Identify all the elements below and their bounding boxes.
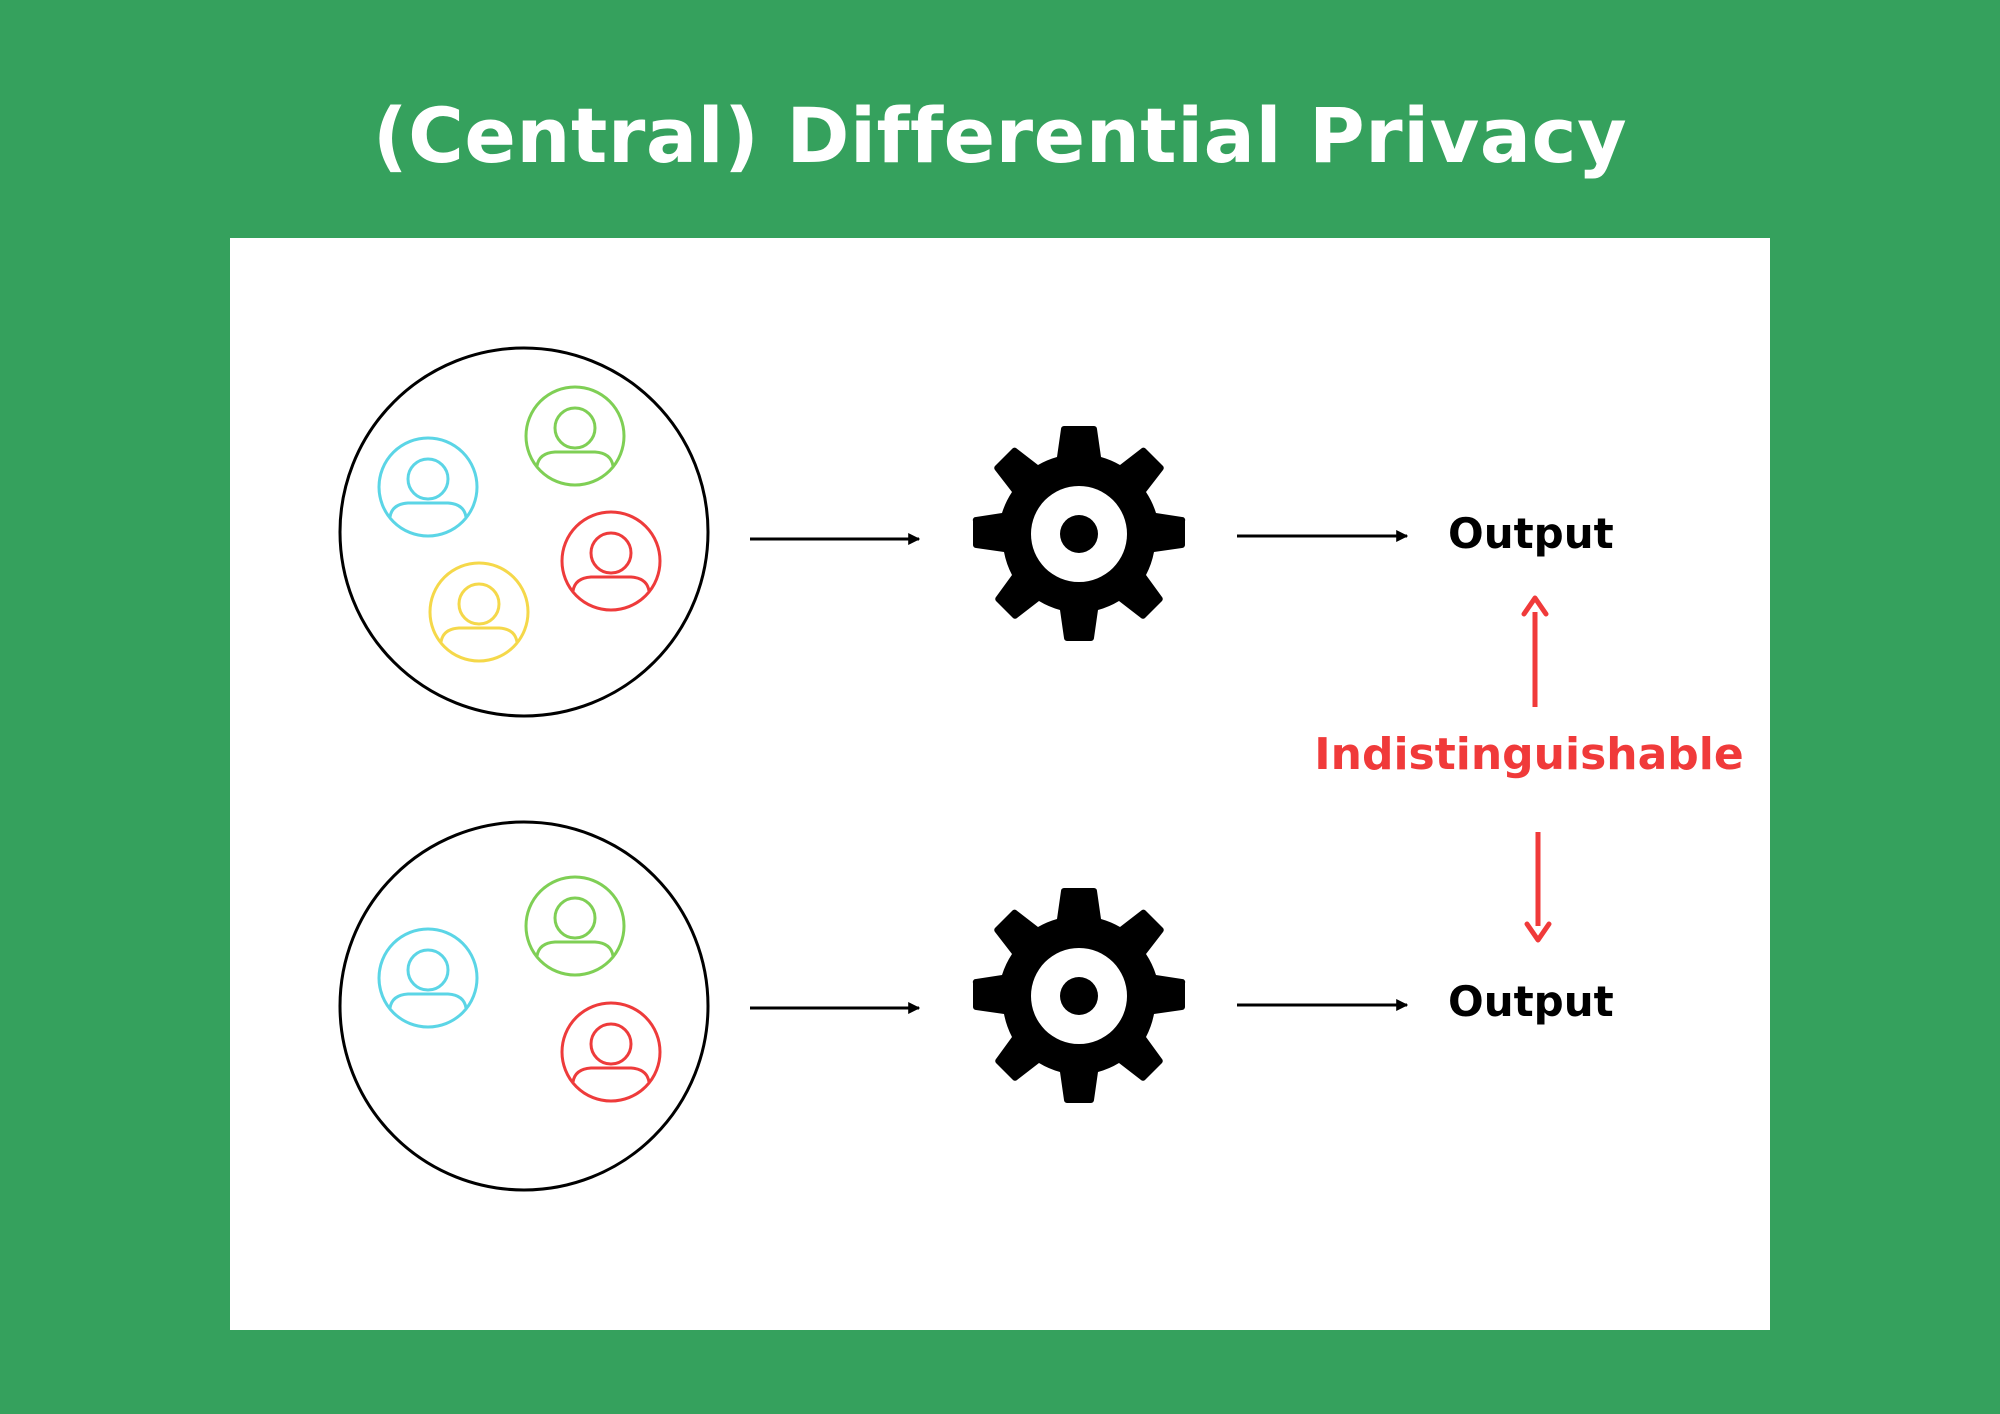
dataset-circle	[338, 346, 710, 718]
indistinguishable-connector: Indistinguishable	[1314, 595, 1744, 943]
user-red-icon	[560, 510, 662, 612]
dataset-circle	[338, 820, 710, 1192]
indistinguishable-label: Indistinguishable	[1314, 729, 1743, 780]
user-red-icon	[560, 1001, 662, 1103]
diagram-panel	[230, 238, 1770, 1330]
gear-icon	[972, 888, 1186, 1103]
user-yellow-icon	[428, 561, 530, 663]
user-green-icon	[524, 385, 626, 487]
up-arrow-head	[1521, 595, 1549, 617]
top-user-group	[338, 346, 710, 718]
page-title: (Central) Differential Privacy	[372, 91, 1628, 180]
user-green-icon	[524, 875, 626, 977]
gear-icon	[972, 426, 1186, 641]
bottom-user-group	[338, 820, 710, 1192]
bottom-output-label: Output	[1448, 977, 1614, 1026]
user-cyan-icon	[377, 436, 479, 538]
top-output-label: Output	[1448, 509, 1614, 558]
down-arrow-head	[1524, 921, 1552, 943]
user-cyan-icon	[377, 927, 479, 1029]
